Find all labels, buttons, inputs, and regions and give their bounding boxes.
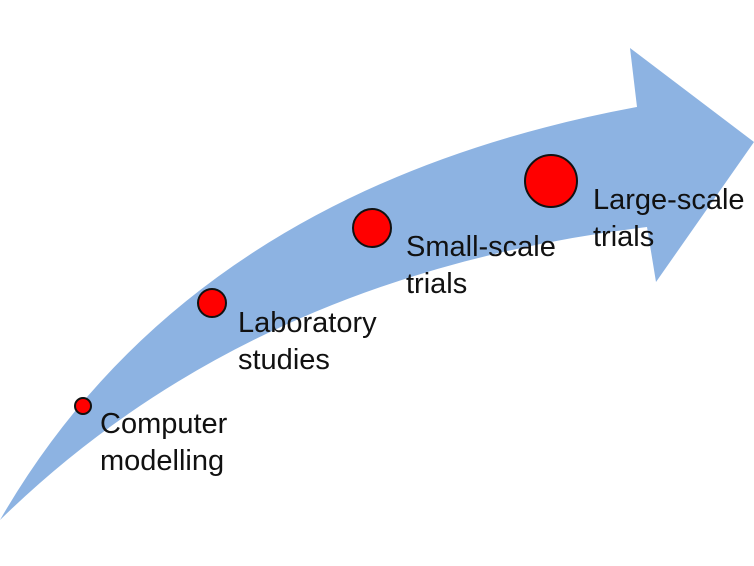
stage-label-line: Laboratory [238,307,377,339]
stage-label-line: Small-scale [406,231,556,263]
stage-label-large-scale-trials: Large-scale trials [593,182,745,256]
stage-dot-large-scale-trials [524,154,578,208]
stage-label-line: modelling [100,445,225,477]
stage-label-laboratory-studies: Laboratory studies [238,305,377,379]
stage-label-line: studies [238,344,330,376]
stage-dot-small-scale-trials [352,208,392,248]
stage-label-line: Computer [100,408,228,440]
stage-label-line: trials [406,268,468,300]
stage-label-computer-modelling: Computer modelling [100,406,227,480]
stage-dot-computer-modelling [74,397,92,415]
stage-label-line: Large-scale [593,184,745,216]
stage-label-small-scale-trials: Small-scale trials [406,229,556,303]
stage-label-line: trials [593,221,655,253]
stage-dot-laboratory-studies [197,288,227,318]
